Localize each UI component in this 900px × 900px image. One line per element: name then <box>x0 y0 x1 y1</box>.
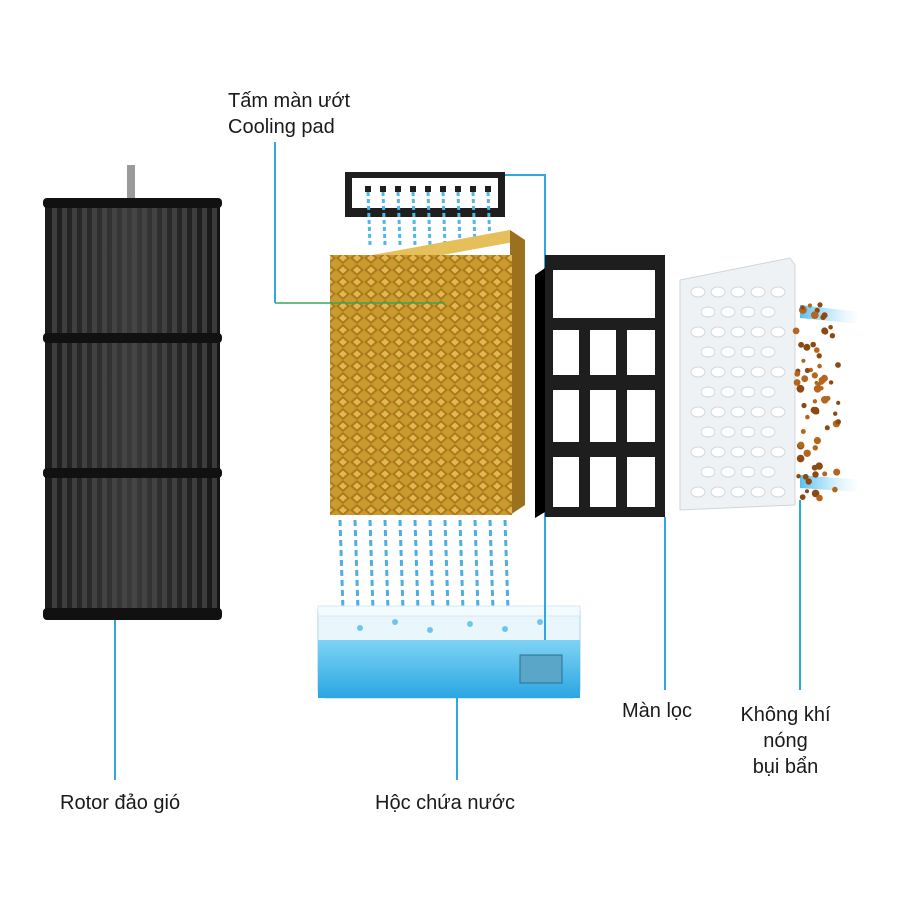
rotor-fan <box>43 165 222 620</box>
hot-air-label-line2: nóng <box>763 730 808 752</box>
water-tank-label: Hộc chứa nước <box>375 792 515 814</box>
hot-dusty-air <box>792 302 860 502</box>
mesh-filter <box>679 257 796 511</box>
hot-air-label-line1: Không khí <box>740 704 831 726</box>
cooling-pad-label-vi: Tấm màn ướt <box>228 90 351 112</box>
water-distribution-bar <box>345 172 505 246</box>
cooling-pad-label-en: Cooling pad <box>228 116 335 138</box>
cooling-pad <box>275 230 525 515</box>
rotor-label: Rotor đảo gió <box>60 792 181 814</box>
water-tank <box>317 605 581 699</box>
hot-air-label-line3: bụi bẩn <box>752 756 819 778</box>
filter-label: Màn lọc <box>622 700 693 722</box>
filter-frame <box>535 255 665 518</box>
water-streams <box>338 519 510 611</box>
